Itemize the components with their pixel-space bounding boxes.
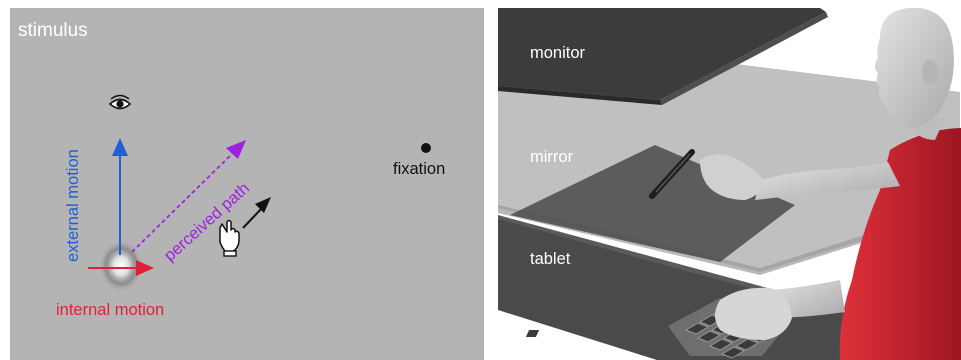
internal-motion-label: internal motion bbox=[56, 301, 164, 319]
eye-icon bbox=[108, 94, 132, 110]
right-hand bbox=[700, 154, 765, 200]
participant-figure bbox=[649, 7, 961, 360]
stimulus-title: stimulus bbox=[18, 20, 88, 41]
pointing-hand-icon bbox=[219, 219, 240, 257]
ear bbox=[922, 60, 938, 84]
fixation-dot bbox=[421, 143, 431, 153]
perceived-path-arrow bbox=[131, 140, 246, 253]
mirror-image-plane bbox=[510, 145, 795, 262]
monitor bbox=[498, 8, 828, 105]
stimulus-panel: stimulus external motion internal motion… bbox=[10, 8, 484, 360]
right-arm bbox=[755, 162, 900, 200]
stimulus-background bbox=[10, 8, 484, 360]
head bbox=[875, 7, 954, 129]
external-motion-label: external motion bbox=[64, 149, 82, 262]
stylus bbox=[649, 149, 695, 199]
left-hand bbox=[715, 287, 792, 340]
external-motion-arrow bbox=[112, 138, 128, 255]
internal-motion-arrow bbox=[88, 260, 154, 276]
fixation-label: fixation bbox=[393, 160, 445, 178]
mirror-label: mirror bbox=[530, 148, 574, 166]
setup-panel: monitor mirror tablet bbox=[498, 0, 961, 360]
shirt bbox=[839, 128, 961, 360]
tablet-label: tablet bbox=[530, 250, 571, 268]
monitor-label: monitor bbox=[530, 44, 586, 62]
hand-motion-arrow bbox=[242, 197, 271, 229]
gaussian-blob bbox=[99, 240, 143, 292]
